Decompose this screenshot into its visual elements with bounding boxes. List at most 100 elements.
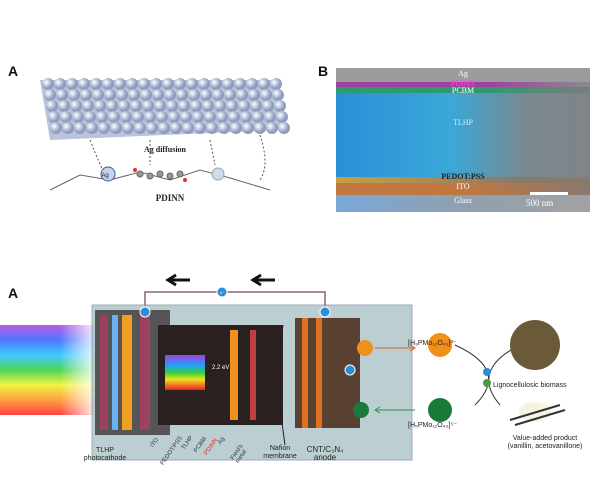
ag-atom [102, 78, 114, 90]
ag-atom [72, 111, 84, 123]
ag-atom [174, 78, 186, 90]
membrane-label: Nafion membrane [263, 445, 297, 460]
ag-atom [96, 111, 108, 123]
ag-atom [142, 100, 154, 112]
ag-atom [80, 89, 92, 101]
ag-atom [202, 100, 214, 112]
ag-atom [128, 89, 140, 101]
ag-atom [156, 111, 168, 123]
ag-atom [186, 78, 198, 90]
ag-atom [228, 111, 240, 123]
ag-atom [270, 78, 282, 90]
ag-atom [140, 89, 152, 101]
pom-oxidized-icon [357, 340, 373, 356]
external-wire [144, 291, 326, 310]
bandgap-label: 2.2 eV [212, 365, 229, 371]
pdinn-label: PDINN [156, 193, 185, 203]
scale-bar [530, 192, 568, 195]
ag-atom [166, 100, 178, 112]
photocathode-label: TLHP photocathode [83, 447, 127, 462]
ag-atom [218, 122, 230, 134]
ag-atom [90, 78, 102, 90]
ag-atom [254, 122, 266, 134]
nafion-membrane [278, 324, 286, 446]
pom-oxidized-label: [H₃PMo₁₂O₄₀]³⁻ [408, 340, 457, 347]
pom-reduced-icon [353, 402, 369, 418]
ag-atom [162, 78, 174, 90]
cell-diagram: 2.2 eV e⁻ [91, 273, 566, 461]
ag-atom [82, 100, 94, 112]
ag-atom [200, 89, 212, 101]
ag-atom [70, 100, 82, 112]
ag-atom [176, 89, 188, 101]
electron-flow-arrows [165, 273, 275, 287]
sem-cross-section: Ag PDINN PCBM TLHP PEDOT:PSS ITO Glass 5… [336, 68, 590, 212]
ag-atom [56, 89, 68, 101]
ag-atom [78, 78, 90, 90]
ag-atom [180, 111, 192, 123]
ag-atom [192, 111, 204, 123]
biomass-image [510, 320, 560, 370]
ag-atom [106, 100, 118, 112]
ag-atom [98, 122, 110, 134]
ag-atom [264, 111, 276, 123]
ag-atom [198, 78, 210, 90]
ag-atom [108, 111, 120, 123]
ag-atom [146, 122, 158, 134]
ag-atom [230, 122, 242, 134]
ag-atom [278, 122, 290, 134]
ag-atom [222, 78, 234, 90]
ag-atom [234, 78, 246, 90]
layer-label-pdinn: PDINN [450, 79, 476, 88]
ag-atom [42, 78, 54, 90]
ag-atom [58, 100, 70, 112]
ag-diffusion-label: Ag diffusion [144, 145, 187, 154]
stack-labels: ITO PEDOT:PSS TLHP PCBM PDINN Ag Field's… [149, 434, 249, 467]
ag-lattice [40, 78, 290, 140]
electron-icons [139, 286, 356, 376]
ag-atom [188, 89, 200, 101]
light-spectrum [0, 325, 100, 415]
ag-atom [114, 78, 126, 90]
ag-atom [144, 111, 156, 123]
ag-atom [210, 78, 222, 90]
ag-atom [84, 111, 96, 123]
layer-label-glass: Glass [454, 196, 472, 205]
ag-atom [118, 100, 130, 112]
ag-atom [66, 78, 78, 90]
ag-atom [110, 122, 122, 134]
ag-atom [92, 89, 104, 101]
ag-atom [150, 78, 162, 90]
ag-atom [122, 122, 134, 134]
product-label: Value-added product(vanillin, acetovanil… [507, 435, 583, 450]
scale-bar-label: 500 nm [526, 198, 554, 208]
ag-atom [86, 122, 98, 134]
ag-diffusion-diagram: Ag Ag diffusion PDINN [40, 78, 290, 203]
panel-label-a-bottom: A [8, 285, 19, 301]
ag-atom [236, 89, 248, 101]
ag-atom [190, 100, 202, 112]
ag-atom [46, 100, 58, 112]
ag-atom [250, 100, 262, 112]
ag-atom [240, 111, 252, 123]
pom-reduced-molecule [428, 398, 452, 422]
layer-label-pedot: PEDOT:PSS [441, 172, 485, 181]
ag-atom [94, 100, 106, 112]
ag-atom [194, 122, 206, 134]
ag-atom [246, 78, 258, 90]
ag-atom [44, 89, 56, 101]
ag-atom [252, 111, 264, 123]
ag-atom [50, 122, 62, 134]
ag-atom [60, 111, 72, 123]
ag-atom [262, 100, 274, 112]
panel-label-b: B [318, 63, 329, 79]
layer-label-pcbm: PCBM [451, 86, 475, 95]
ag-atom [260, 89, 272, 101]
ag-atom [178, 100, 190, 112]
ag-atom [204, 111, 216, 123]
ag-atom [74, 122, 86, 134]
ag-atom [132, 111, 144, 123]
ag-atom [170, 122, 182, 134]
ag-atom [116, 89, 128, 101]
layer-label-tlhp: TLHP [453, 118, 473, 127]
